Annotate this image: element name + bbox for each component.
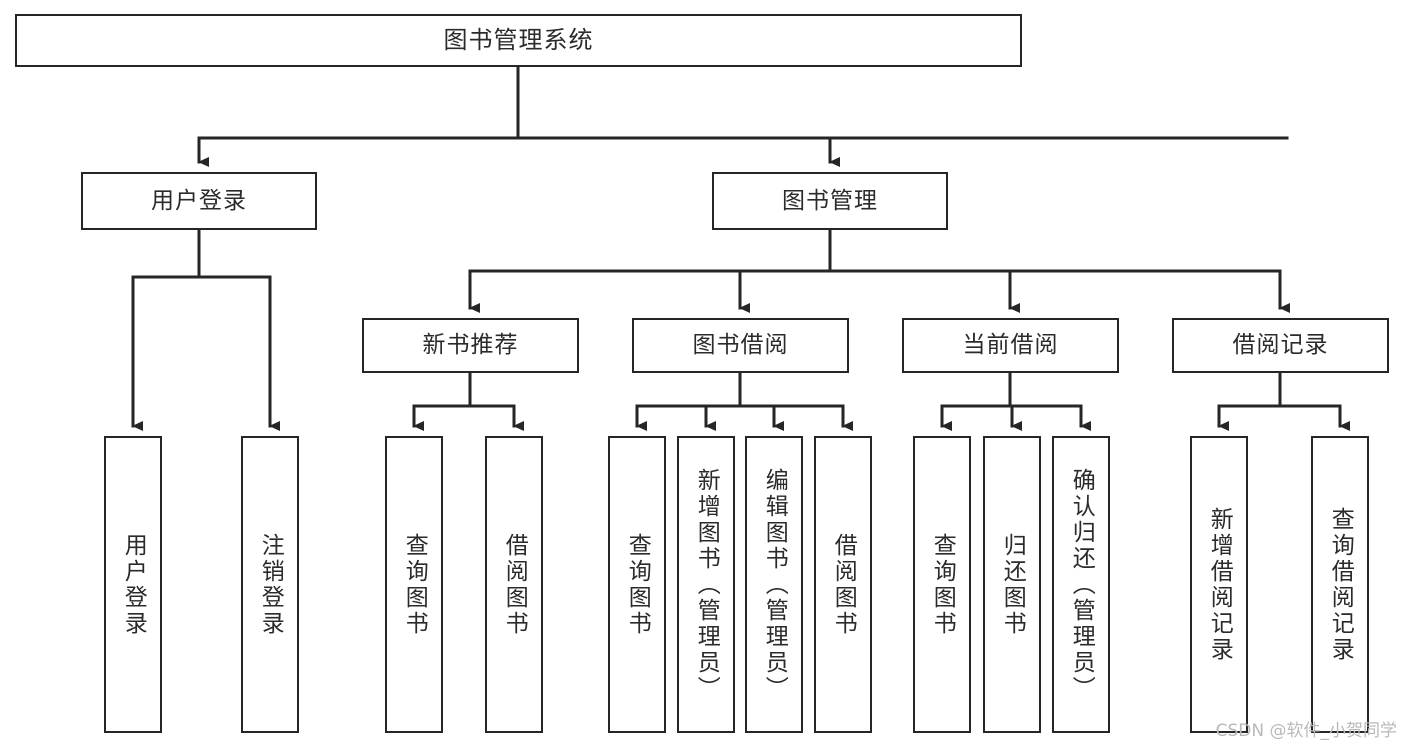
leaf-borrow-book[interactable]: 借阅图书 [814,436,872,733]
leaf-query-borrow-record[interactable]: 查询借阅记录 [1311,436,1369,733]
leaf-confirm-return-admin-label: 确认归还（管理员） [1068,467,1095,702]
node-user-login[interactable]: 用户登录 [81,172,317,230]
watermark: CSDN @软件_小贺同学 [1215,721,1397,741]
leaf-edit-book-admin-label: 编辑图书（管理员） [761,467,788,702]
node-current-borrow[interactable]: 当前借阅 [902,318,1119,373]
node-root[interactable]: 图书管理系统 [15,14,1022,67]
node-current-borrow-label: 当前借阅 [962,332,1059,359]
leaf-return-book[interactable]: 归还图书 [983,436,1041,733]
leaf-query-book-borrow[interactable]: 查询图书 [608,436,666,733]
leaf-add-borrow-record[interactable]: 新增借阅记录 [1190,436,1248,733]
node-user-login-label: 用户登录 [151,187,247,214]
node-new-book-recommend[interactable]: 新书推荐 [362,318,579,373]
leaf-query-book-recommend[interactable]: 查询图书 [385,436,443,733]
node-borrow-record[interactable]: 借阅记录 [1172,318,1389,373]
node-book-borrow[interactable]: 图书借阅 [632,318,849,373]
leaf-borrow-book-recommend-label: 借阅图书 [501,532,528,637]
leaf-add-book-admin-label: 新增图书（管理员） [693,467,720,702]
leaf-add-book-admin[interactable]: 新增图书（管理员） [677,436,735,733]
leaf-query-book-borrow-label: 查询图书 [624,532,651,637]
leaf-add-borrow-record-label: 新增借阅记录 [1206,506,1233,663]
leaf-query-book-recommend-label: 查询图书 [401,532,428,637]
leaf-borrow-book-label: 借阅图书 [830,532,857,637]
node-borrow-record-label: 借阅记录 [1232,332,1329,359]
leaf-user-login-label: 用户登录 [120,532,147,637]
leaf-logout[interactable]: 注销登录 [241,436,299,733]
node-book-borrow-label: 图书借阅 [692,332,789,359]
node-new-book-recommend-label: 新书推荐 [422,332,519,359]
node-root-label: 图书管理系统 [443,25,594,54]
leaf-query-book-current[interactable]: 查询图书 [913,436,971,733]
leaf-edit-book-admin[interactable]: 编辑图书（管理员） [745,436,803,733]
leaf-user-login[interactable]: 用户登录 [104,436,162,733]
node-book-management[interactable]: 图书管理 [712,172,948,230]
leaf-confirm-return-admin[interactable]: 确认归还（管理员） [1052,436,1110,733]
leaf-return-book-label: 归还图书 [999,532,1026,637]
leaf-borrow-book-recommend[interactable]: 借阅图书 [485,436,543,733]
leaf-query-book-current-label: 查询图书 [929,532,956,637]
leaf-logout-label: 注销登录 [257,532,284,637]
leaf-query-borrow-record-label: 查询借阅记录 [1327,506,1354,663]
node-book-management-label: 图书管理 [782,187,878,214]
